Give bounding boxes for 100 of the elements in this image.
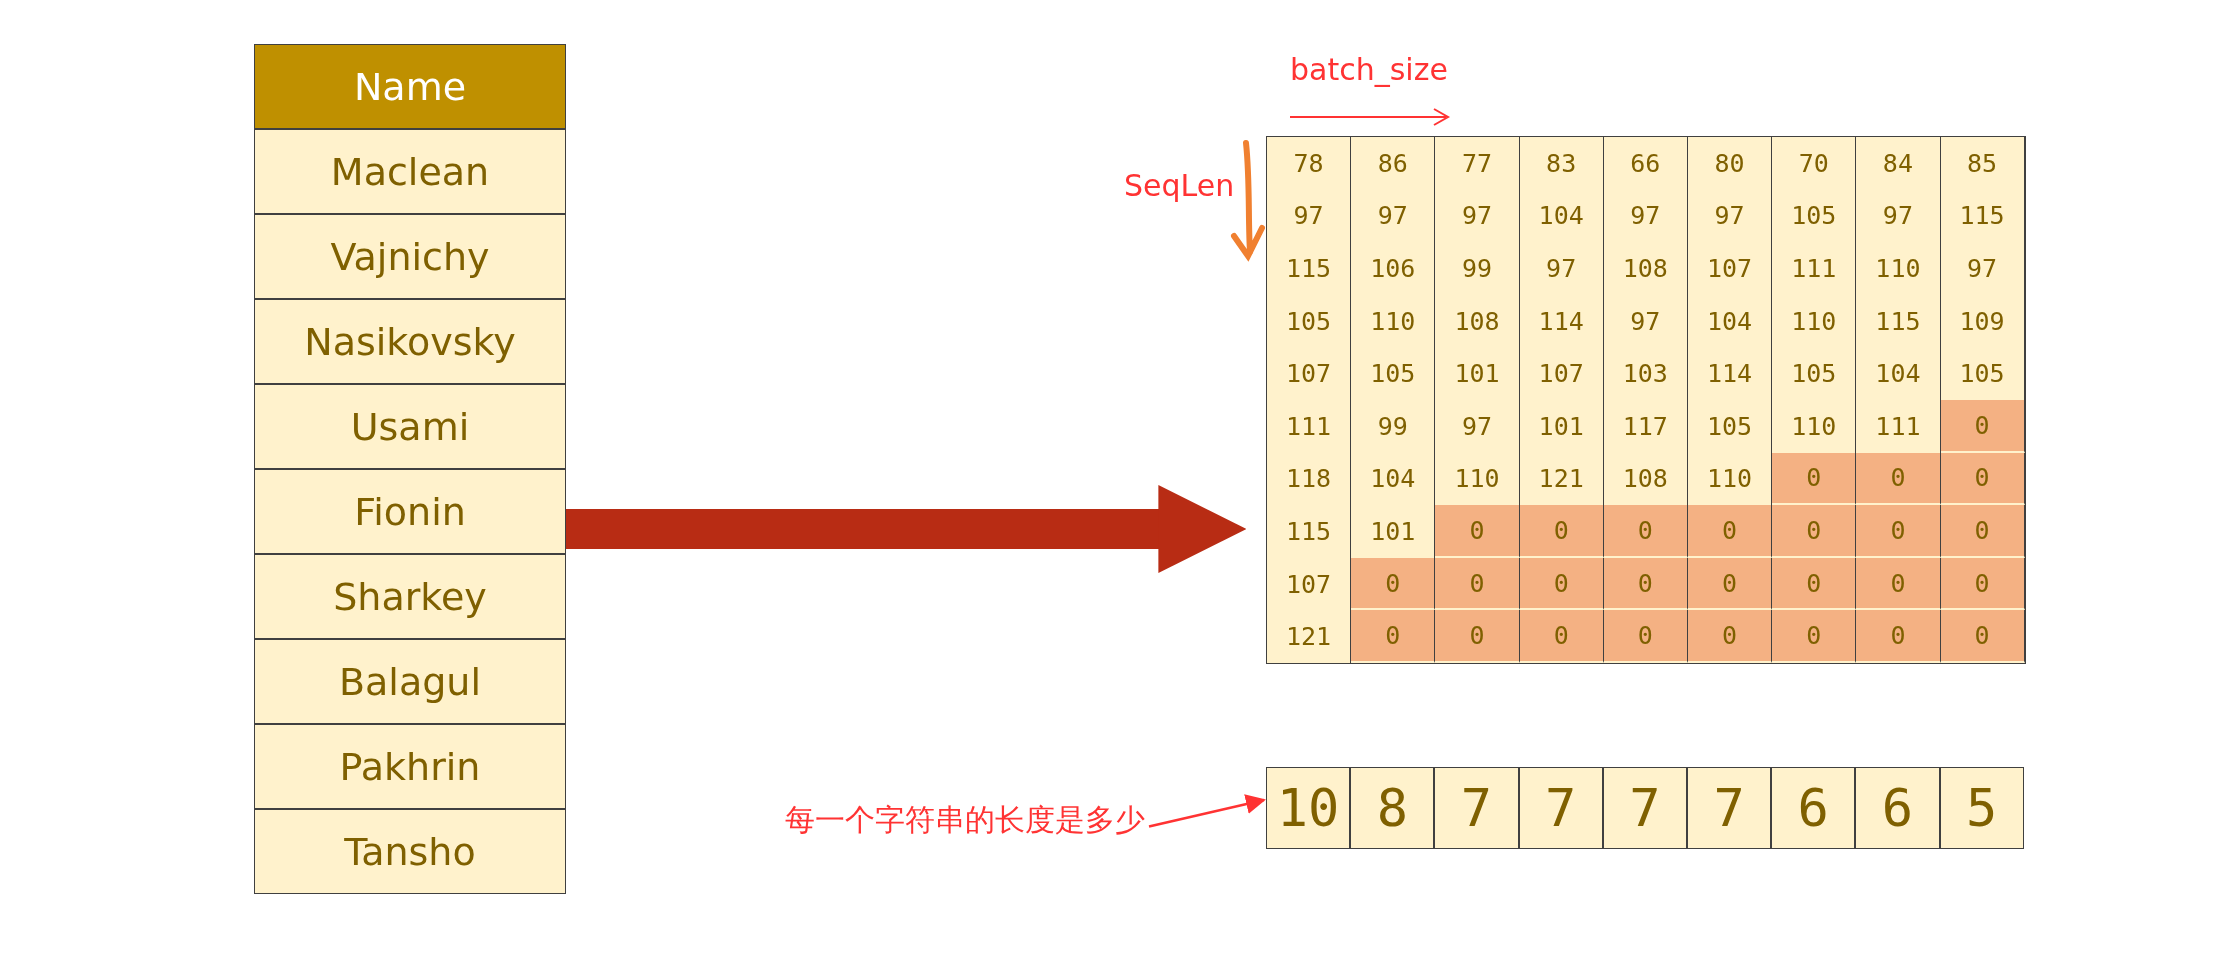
grid-cell: 97 [1940,242,2025,295]
grid-cell: 97 [1519,242,1604,295]
grid-cell: 70 [1772,137,1857,190]
grid-cell: 110 [1772,294,1857,348]
grid-cell: 86 [1351,137,1436,190]
grid-cell: 83 [1519,137,1604,190]
padding-cell: 0 [1772,452,1857,506]
grid-cell: 107 [1519,347,1604,400]
grid-cell: 114 [1687,347,1773,400]
padding-cell: 0 [1856,557,1941,611]
grid-cell: 66 [1603,137,1688,190]
grid-cell: 115 [1267,242,1352,295]
length-cell: 6 [1771,767,1856,849]
table-cell: Pakhrin [254,724,566,809]
grid-cell: 114 [1519,294,1604,348]
grid-cell: 101 [1519,399,1604,453]
padding-cell: 0 [1603,610,1688,663]
padding-cell: 0 [1940,505,2025,558]
grid-cell: 108 [1603,242,1688,295]
padding-cell: 0 [1351,557,1436,611]
grid-cell: 107 [1267,557,1352,611]
padding-cell: 0 [1603,505,1688,558]
grid-cell: 109 [1940,294,2025,348]
length-cell: 5 [1939,767,2024,849]
grid-cell: 105 [1772,189,1857,243]
padding-cell: 0 [1519,610,1604,663]
table-cell: Sharkey [254,554,566,639]
length-cell: 7 [1602,767,1687,849]
padded-sequence-grid [1266,136,2026,664]
grid-cell: 105 [1940,347,2025,400]
grid-cell: 117 [1603,399,1688,453]
leader-arrow [1148,794,1266,828]
padding-cell: 0 [1772,505,1857,558]
table-cell: Maclean [254,129,566,214]
grid-cell: 78 [1267,137,1352,190]
length-cell: 10 [1266,767,1351,849]
grid-cell: 97 [1435,189,1520,243]
table-cell: Fionin [254,469,566,554]
table-cell: Usami [254,384,566,469]
table-cell: Nasikovsky [254,299,566,384]
padding-cell: 0 [1687,610,1773,663]
grid-cell: 97 [1687,189,1773,243]
grid-cell: 110 [1351,294,1436,348]
grid-cell: 101 [1435,347,1520,400]
grid-cell: 80 [1687,137,1773,190]
annotation-text: 每一个字符串的长度是多少 [785,800,1145,841]
padding-cell: 0 [1519,505,1604,558]
grid-cell: 104 [1856,347,1941,400]
padding-cell: 0 [1856,505,1941,558]
padding-cell: 0 [1435,557,1520,611]
grid-cell: 107 [1687,242,1773,295]
grid-cell: 97 [1603,189,1688,243]
length-cell: 7 [1518,767,1603,849]
grid-cell: 105 [1772,347,1857,400]
table-header: Name [254,44,566,129]
grid-cell: 115 [1267,505,1352,558]
padding-cell: 0 [1351,610,1436,663]
grid-cell: 99 [1435,242,1520,295]
length-row [1266,767,2024,849]
table-cell: Vajnichy [254,214,566,299]
padding-cell: 0 [1940,399,2025,453]
table-cell: Balagul [254,639,566,724]
padding-cell: 0 [1772,557,1857,611]
padding-cell: 0 [1856,610,1941,663]
axis-label: SeqLen [1124,168,1235,203]
padding-cell: 0 [1435,505,1520,558]
length-cell: 6 [1855,767,1940,849]
length-cell: 7 [1686,767,1772,849]
grid-cell: 110 [1435,452,1520,506]
grid-cell: 107 [1267,347,1352,400]
grid-cell: 110 [1687,452,1773,506]
length-cell: 8 [1350,767,1435,849]
padding-cell: 0 [1856,452,1941,506]
block-arrow [566,485,1247,573]
grid-cell: 121 [1519,452,1604,506]
table-cell: Tansho [254,809,566,894]
grid-cell: 97 [1856,189,1941,243]
grid-cell: 77 [1435,137,1520,190]
name-table [254,44,566,894]
padding-cell: 0 [1687,505,1773,558]
grid-cell: 97 [1603,294,1688,348]
grid-cell: 115 [1940,189,2025,243]
padding-cell: 0 [1772,610,1857,663]
padding-cell: 0 [1940,452,2025,506]
grid-cell: 105 [1267,294,1352,348]
grid-cell: 110 [1772,399,1857,453]
axis-label: batch_size [1290,52,1448,87]
grid-cell: 103 [1603,347,1688,400]
padding-cell: 0 [1519,557,1604,611]
grid-cell: 111 [1856,399,1941,453]
grid-cell: 105 [1687,399,1773,453]
grid-cell: 110 [1856,242,1941,295]
grid-cell: 104 [1519,189,1604,243]
grid-cell: 101 [1351,505,1436,558]
grid-cell: 115 [1856,294,1941,348]
padding-cell: 0 [1603,557,1688,611]
grid-cell: 104 [1351,452,1436,506]
grid-cell: 97 [1435,399,1520,453]
grid-cell: 99 [1351,399,1436,453]
length-cell: 7 [1434,767,1519,849]
